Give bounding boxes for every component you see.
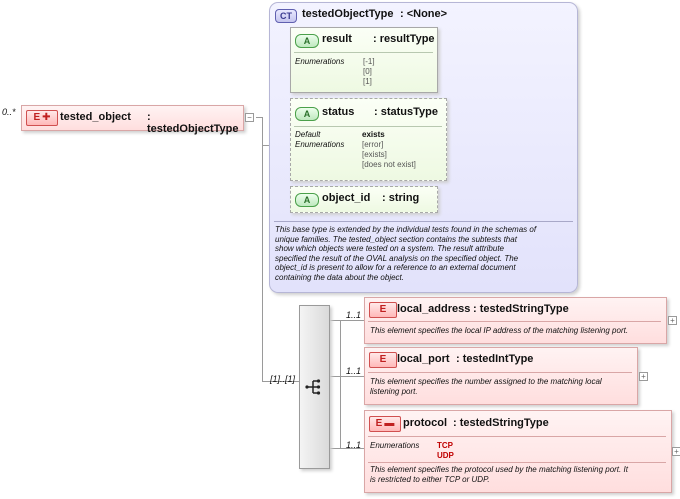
complex-type-base: : <None> <box>400 8 448 20</box>
child-protocol-enum-0: TCP <box>437 441 453 450</box>
connector-seq-trunk <box>340 320 341 448</box>
connector-root-to-ct <box>256 117 262 118</box>
attribute-status-enum-0: [error] <box>362 140 384 149</box>
attribute-status-type: : statusType <box>374 106 438 118</box>
connector-to-sequence <box>262 381 299 382</box>
child-local-port-type: : testedIntType <box>456 353 534 365</box>
root-element-type: : testedObjectType <box>147 111 239 135</box>
child-protocol-multiplicity: 1..1 <box>346 440 362 450</box>
attribute-tag-icon: A <box>295 107 319 121</box>
attribute-status-enum-label: Enumerations <box>295 140 345 149</box>
child-local-port-name: local_port <box>397 353 450 365</box>
child-protocol-enum-label: Enumerations <box>370 441 420 450</box>
plus-toggle-icon[interactable]: + <box>639 372 648 381</box>
attribute-result-enum-0: [-1] <box>363 57 375 66</box>
attribute-object-id-box[interactable]: A object_id : string <box>290 186 438 213</box>
attribute-result-enum-2: [1] <box>363 77 372 86</box>
child-local-port-box[interactable]: E local_port : testedIntType This elemen… <box>364 347 638 405</box>
attribute-result-enum-label: Enumerations <box>295 57 345 66</box>
sequence-compositor-icon <box>305 379 321 395</box>
attribute-status-default-label: Default <box>295 130 321 139</box>
connector-child-local-address <box>328 320 364 321</box>
connector-trunk <box>262 117 263 381</box>
attribute-object-id-type: : string <box>382 192 420 204</box>
child-local-address-multiplicity: 1..1 <box>346 310 362 320</box>
element-tag-icon: E <box>369 302 397 318</box>
element-tag-icon: E <box>369 352 397 368</box>
plus-toggle-icon[interactable]: + <box>668 316 677 325</box>
attribute-result-box[interactable]: A result : resultType Enumerations [-1] … <box>290 27 438 93</box>
attribute-result-name: result <box>322 33 352 45</box>
child-protocol-description: This element specifies the protocol used… <box>370 465 628 484</box>
child-protocol-type: : testedStringType <box>453 417 549 429</box>
element-tag-icon: E▬ <box>369 416 401 432</box>
attribute-tag-icon: A <box>295 193 319 207</box>
attribute-status-box[interactable]: A status : statusType Default exists Enu… <box>290 98 447 181</box>
attribute-object-id-name: object_id <box>322 192 371 204</box>
complex-type-box: CT testedObjectType : <None> A result : … <box>269 2 578 293</box>
attribute-result-enum-1: [0] <box>363 67 372 76</box>
child-local-address-box[interactable]: E local_address : testedStringType This … <box>364 297 667 344</box>
child-protocol-enum-1: UDP <box>437 451 454 460</box>
sequence-compositor[interactable] <box>299 305 330 469</box>
complex-type-desc-separator <box>274 221 573 222</box>
complex-type-description: This base type is extended by the indivi… <box>275 225 537 282</box>
child-protocol-box[interactable]: E▬ protocol : testedStringType Enumerati… <box>364 410 672 493</box>
connector-child-local-port <box>328 376 364 377</box>
connector-to-ct <box>262 145 269 146</box>
attribute-tag-icon: A <box>295 34 319 48</box>
plus-toggle-icon[interactable]: + <box>672 447 680 456</box>
child-local-port-description: This element specifies the number assign… <box>370 377 602 396</box>
element-separator <box>368 321 661 322</box>
root-element-name: tested_object <box>60 111 131 123</box>
root-multiplicity: 0..* <box>2 107 16 117</box>
root-element-box[interactable]: E✚ tested_object : testedObjectType <box>21 105 244 135</box>
attribute-status-enum-1: [exists] <box>362 150 387 159</box>
minus-toggle-icon[interactable]: − <box>245 113 254 122</box>
sequence-multiplicity: [1]..[1] <box>270 374 296 384</box>
complex-type-name: testedObjectType <box>302 8 394 20</box>
attribute-separator <box>294 52 433 53</box>
child-local-port-multiplicity: 1..1 <box>346 366 362 376</box>
complex-type-tag-icon: CT <box>275 9 297 23</box>
child-protocol-name: protocol <box>403 417 447 429</box>
child-local-address-name: local_address <box>397 303 471 315</box>
element-separator <box>368 436 666 437</box>
connector-child-protocol <box>328 448 364 449</box>
child-local-address-description: This element specifies the local IP addr… <box>370 326 629 335</box>
element-tag-icon: E✚ <box>26 110 58 126</box>
attribute-status-name: status <box>322 106 355 118</box>
attribute-status-enum-2: [does not exist] <box>362 160 416 169</box>
attribute-result-type: : resultType <box>373 33 435 45</box>
element-separator <box>368 462 666 463</box>
attribute-status-default-value: exists <box>362 130 385 139</box>
element-separator <box>368 372 632 373</box>
child-local-address-type: : testedStringType <box>473 303 569 315</box>
attribute-separator <box>294 126 442 127</box>
